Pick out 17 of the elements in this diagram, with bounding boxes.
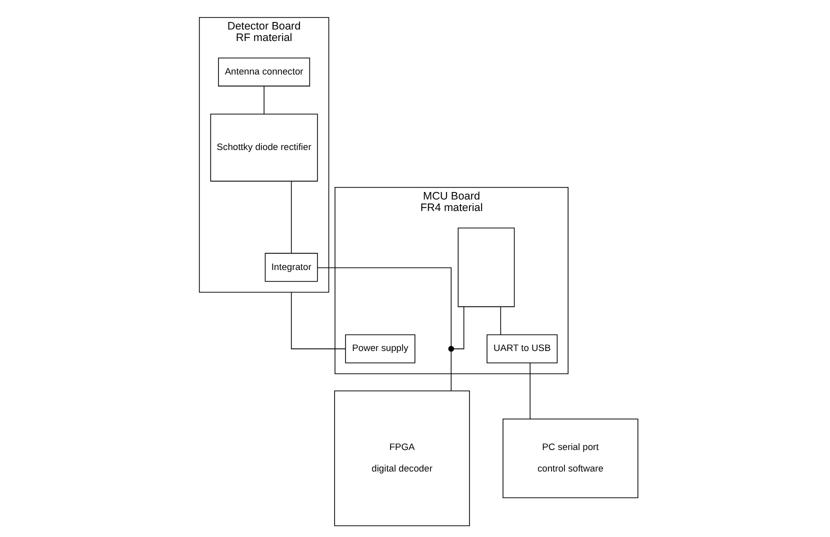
connector — [452, 306, 464, 350]
node-box — [457, 228, 514, 308]
node-circle — [448, 346, 454, 352]
connector — [450, 351, 452, 392]
connector — [290, 292, 346, 350]
connector — [316, 267, 452, 346]
node-box: UART to USB — [486, 334, 558, 364]
node-box: Power supply — [344, 334, 415, 364]
connector — [290, 180, 292, 254]
node-box: FPGA digital decoder — [334, 390, 470, 526]
node-box: Antenna connector — [218, 58, 310, 86]
connector — [500, 306, 501, 335]
connector — [529, 362, 530, 420]
node-box: Integrator — [264, 252, 318, 282]
node-box: Schottky diode rectifier — [210, 114, 318, 182]
node-box: PC serial port control software — [502, 418, 638, 498]
connector — [263, 86, 264, 114]
